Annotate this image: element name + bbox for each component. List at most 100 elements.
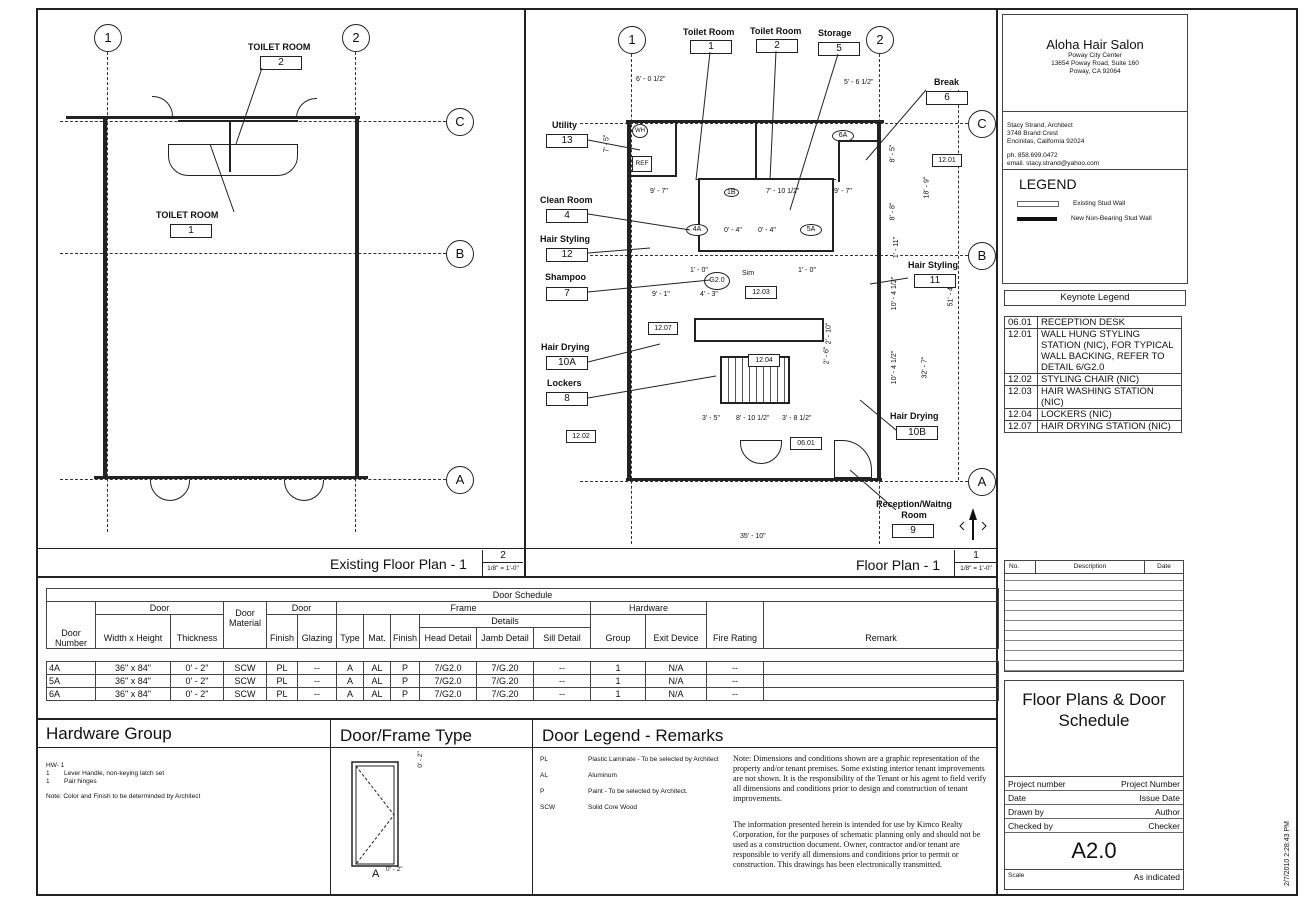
project-name: Aloha Hair Salon [1046, 37, 1144, 52]
revision-table: No. Description Date [1004, 560, 1184, 672]
col-head-blank [46, 601, 96, 615]
wall-south [94, 476, 368, 479]
dim: 1' - 0" [690, 267, 708, 274]
col-group-door-finish: Door [266, 601, 337, 615]
water-heater-label: WH [632, 124, 648, 138]
frame-dim-top: 0' - 2" [416, 751, 424, 768]
frame-dim-bottom: 0' - 2" [386, 866, 403, 873]
grid-line-a [60, 479, 446, 480]
legend-title: LEGEND [1019, 176, 1077, 192]
toilet-partition [755, 123, 757, 179]
col-group-hardware: Hardware [590, 601, 708, 615]
dim: 9' - 1" [652, 291, 670, 298]
dim: 6' - 0 1/2" [636, 76, 666, 83]
room-number: 10B [896, 426, 938, 440]
col-remark: Remark [763, 627, 1000, 649]
panel-divider [532, 720, 533, 896]
dim: 0' - 4" [758, 227, 776, 234]
col-head-detail: Head Detail [419, 627, 478, 649]
dim: 8' - 10 1/2" [736, 415, 770, 422]
keynote-tag: 12.02 [566, 430, 596, 443]
col-mat: Mat. [363, 627, 391, 649]
door-legend-title: Door Legend - Remarks [542, 726, 724, 745]
door-tag-6a: 6A [832, 130, 854, 142]
dim: 4' - 3" [700, 291, 718, 298]
toilet-wall [178, 120, 298, 122]
frame-type-label: A [372, 868, 380, 880]
clean-room-walls [698, 178, 834, 252]
revision-header: No. Description Date [1005, 561, 1183, 574]
north-arrow-icon [959, 508, 987, 540]
architect-info: Stacy Strand, Architect 3748 Brand Crest… [1003, 112, 1187, 170]
existing-plan-ref: 2 1/8" = 1'-0" [482, 550, 523, 576]
break-room-wall [838, 140, 880, 182]
col-frame-finish: Finish [389, 627, 421, 649]
scale-row: Scale As indicated [1008, 872, 1180, 882]
room-number: 11 [914, 274, 956, 288]
room-number: 5 [818, 42, 860, 56]
dim: 3' - 8 1/2" [782, 415, 812, 422]
room-label: Utility [552, 120, 578, 130]
room-number-toilet-1: 1 [170, 224, 212, 238]
grid-bubble-b: B [446, 240, 474, 268]
room-number: 2 [756, 39, 798, 53]
new-wall-swatch [1017, 216, 1057, 221]
col-door-material: Door Material [223, 601, 267, 628]
title-block-upper: Aloha Hair Salon Poway City Center 13654… [1002, 14, 1188, 284]
door-schedule: Door Schedule Door Door Material Door Fr… [45, 588, 1000, 701]
wall-north [626, 120, 884, 123]
utility-room [631, 123, 677, 177]
room-label: Toilet Room [683, 27, 735, 37]
room-label: Hair Styling [540, 234, 591, 244]
legend-item: New Non-Bearing Stud Wall [1017, 215, 1187, 222]
schedule-title: Door Schedule [45, 588, 1000, 602]
existing-wall-swatch [1017, 200, 1059, 207]
dim: 9' - 7" [834, 188, 852, 195]
drawing-sheet [36, 8, 1298, 896]
room-number: 13 [546, 134, 588, 148]
sheet-ref-number: 2 [483, 550, 523, 563]
dim-line-vertical [958, 90, 959, 480]
dim: 5' - 6 1/2" [844, 79, 874, 86]
room-number: 7 [546, 287, 588, 301]
col-fire-rating: Fire Rating [706, 627, 765, 649]
grid-bubble-1: 1 [94, 24, 122, 52]
toilet-rooms-outline [168, 144, 298, 176]
keynote-tag: 12.04 [748, 354, 780, 367]
dim: 1' - 0" [798, 267, 816, 274]
plan-divider [524, 10, 526, 576]
door-tag-4a: 4A [686, 224, 708, 236]
dim: 0' - 4" [724, 227, 742, 234]
room-label: Toilet Room [750, 26, 802, 36]
sheet-title: Floor Plans & Door Schedule [1005, 681, 1183, 777]
keynote-legend-title: Keynote Legend [1004, 290, 1186, 306]
grid-bubble-2: 2 [866, 26, 894, 54]
door-tag-5a: 5A [800, 224, 822, 236]
room-number-toilet-2: 2 [260, 56, 302, 70]
grid-line-b [580, 255, 968, 256]
keynote-tag: 12.03 [745, 286, 777, 299]
col-thickness: Thickness [170, 627, 224, 649]
legend-note-2: The information presented herein is inte… [733, 820, 981, 869]
wall-north [66, 116, 360, 119]
tag-1b: 1B [724, 188, 739, 197]
keynote-tag: 06.01 [790, 437, 822, 450]
dim: 35' - 10" [740, 533, 766, 540]
shampoo-counter [694, 318, 824, 342]
col-sill-detail: Sill Detail [533, 627, 592, 649]
col-door-number: Door Number [46, 627, 96, 649]
grid-line-1 [631, 54, 632, 544]
room-number: 1 [690, 40, 732, 54]
legend-item: Existing Stud Wall [1017, 200, 1187, 207]
grid-bubble-c: C [446, 108, 474, 136]
